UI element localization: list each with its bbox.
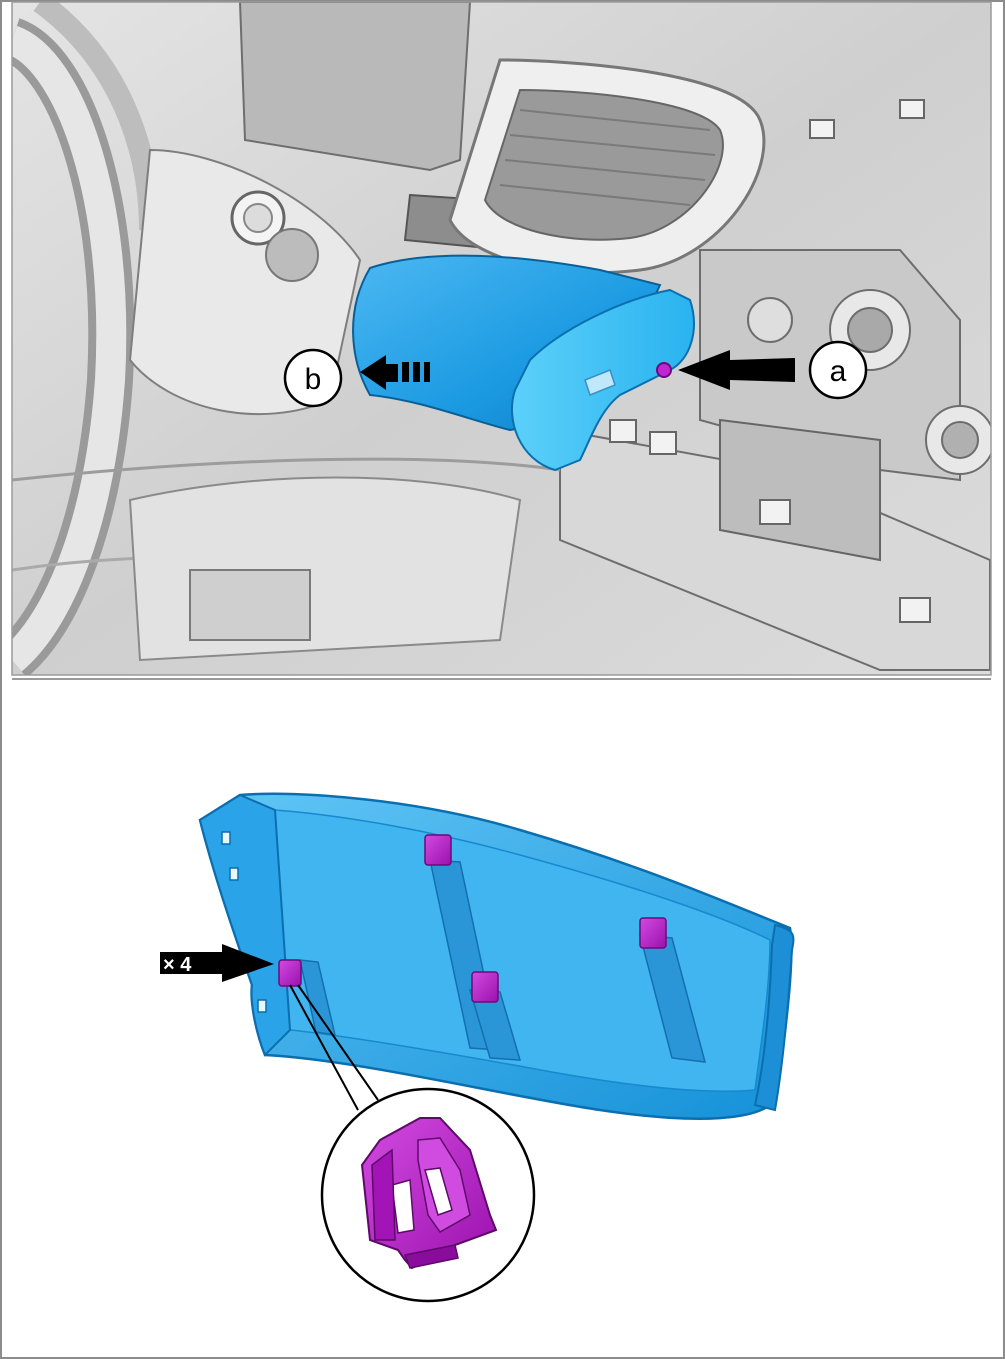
screw-fastener <box>656 362 672 378</box>
quantity-label: × 4 <box>163 954 192 976</box>
bottom-panel-illustration: × 4 <box>160 792 795 1303</box>
clip-detail-enlarged <box>360 1117 498 1270</box>
callout-a-circle <box>808 340 868 400</box>
instrument-screen <box>238 2 472 172</box>
zoom-leader-left <box>289 984 359 1111</box>
lower-knee-panel <box>128 476 522 662</box>
callout-b-label: b <box>305 363 322 396</box>
zoom-leader-right <box>297 984 379 1101</box>
clip-2 <box>471 971 499 1003</box>
trim-flange <box>198 793 292 1057</box>
clip-1 <box>424 834 452 866</box>
removal-direction-arrow <box>360 355 398 390</box>
top-panel-illustration: a b <box>12 2 991 675</box>
callout-a-label: a <box>830 355 847 388</box>
arrow-to-screw <box>678 350 795 390</box>
quantity-arrow <box>160 944 274 982</box>
top-panel-frame <box>11 1 992 676</box>
clip-4 <box>278 959 302 987</box>
clip-3 <box>639 917 667 949</box>
panel-clips <box>278 834 667 1003</box>
callout-b-circle <box>283 348 343 408</box>
